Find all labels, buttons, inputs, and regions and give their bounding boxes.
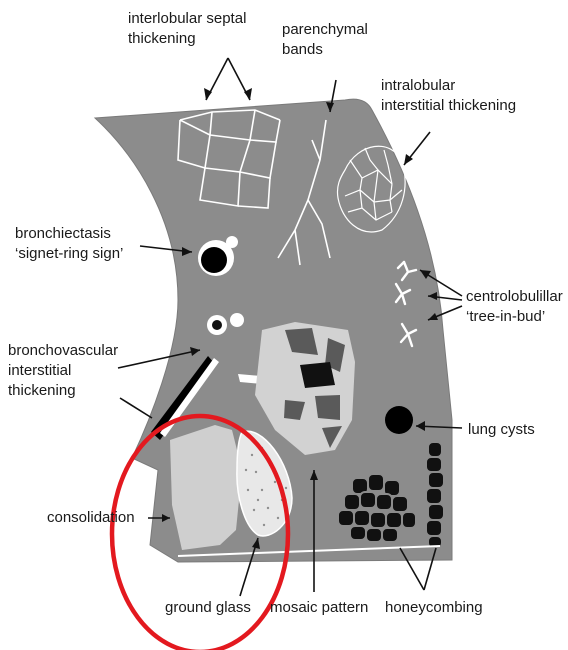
label-consolidation: consolidation bbox=[47, 508, 135, 528]
lung-cyst bbox=[385, 406, 413, 434]
label-bronchovascular-interstitial-thickening: bronchovascular interstitial thickening bbox=[8, 341, 118, 401]
label-parenchymal-bands: parenchymal bands bbox=[282, 20, 368, 60]
label-centrolobular-line2: ‘tree-in-bud’ bbox=[466, 307, 563, 327]
label-bronchiectasis-line2: ‘signet-ring sign’ bbox=[15, 244, 123, 264]
label-honeycombing: honeycombing bbox=[385, 598, 483, 618]
label-interlobular-septal-thickening: interlobular septal thickening bbox=[128, 9, 246, 49]
label-mosaic-pattern: mosaic pattern bbox=[270, 598, 368, 618]
label-parenchymal-line2: bands bbox=[282, 40, 368, 60]
label-lung-cysts: lung cysts bbox=[468, 420, 535, 440]
label-bronchiectasis-line1: bronchiectasis bbox=[15, 224, 123, 244]
label-bronchovascular-line2: interstitial bbox=[8, 361, 118, 381]
label-parenchymal-line1: parenchymal bbox=[282, 20, 368, 40]
label-bronchiectasis: bronchiectasis ‘signet-ring sign’ bbox=[15, 224, 123, 264]
label-interlobular-line2: thickening bbox=[128, 29, 246, 49]
label-intralobular-interstitial-thickening: intralobular interstitial thickening bbox=[381, 76, 516, 116]
label-bronchovascular-line3: thickening bbox=[8, 381, 118, 401]
label-intralobular-line1: intralobular bbox=[381, 76, 516, 96]
label-intralobular-line2: interstitial thickening bbox=[381, 96, 516, 116]
label-centrolobular-tree-in-bud: centrolobulillar ‘tree-in-bud’ bbox=[466, 287, 563, 327]
label-bronchovascular-line1: bronchovascular bbox=[8, 341, 118, 361]
consolidation-region bbox=[170, 425, 242, 550]
label-centrolobular-line1: centrolobulillar bbox=[466, 287, 563, 307]
label-ground-glass: ground glass bbox=[165, 598, 251, 618]
label-interlobular-line1: interlobular septal bbox=[128, 9, 246, 29]
